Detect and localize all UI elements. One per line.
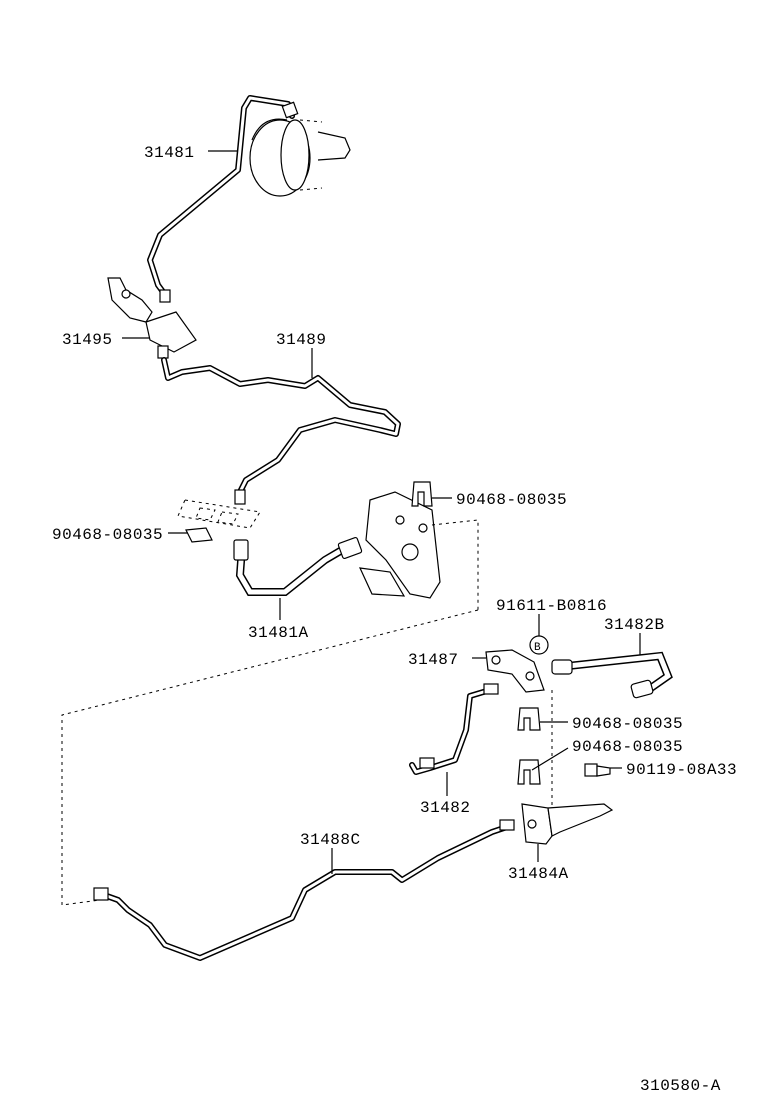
label-31482: 31482 (420, 799, 471, 817)
clutch-master-cylinder (249, 118, 351, 197)
bracket-31484A (521, 803, 614, 845)
bolt-90119 (584, 763, 611, 777)
hose-31482B (551, 651, 673, 699)
label-31484A: 31484A (508, 865, 569, 883)
label-31489: 31489 (276, 331, 327, 349)
label-90468-08035-right-upper: 90468-08035 (572, 715, 683, 733)
guide-line (61, 609, 479, 906)
bracket-31487 (485, 649, 545, 693)
label-31488C: 31488C (300, 831, 361, 849)
label-31495: 31495 (62, 331, 113, 349)
label-31481: 31481 (144, 144, 195, 162)
pipe-31489 (161, 357, 401, 505)
diagram-code: 310580-A (640, 1077, 721, 1095)
hose-31481A (233, 537, 363, 596)
union-31495 (107, 277, 197, 359)
label-31482B: 31482B (604, 616, 665, 634)
label-91611-B0816: 91611-B0816 (496, 597, 607, 615)
label-31487: 31487 (408, 651, 459, 669)
label-90468-08035-right-lower: 90468-08035 (572, 738, 683, 756)
leader-lines (122, 150, 641, 874)
clip-90468-right-lower (517, 759, 541, 785)
support-bracket-plate (358, 491, 479, 610)
pipe-31481 (147, 95, 299, 303)
clip-90468-right-upper (517, 707, 541, 731)
label-90468-08035-left: 90468-08035 (52, 526, 163, 544)
label-90468-08035-top: 90468-08035 (456, 491, 567, 509)
pipe-31482 (409, 683, 499, 775)
pipe-31488C (93, 819, 515, 961)
label-b-marker: B (534, 642, 541, 654)
label-90119-08A33: 90119-08A33 (626, 761, 737, 779)
clip-90468-left (185, 527, 213, 543)
label-31481A: 31481A (248, 624, 309, 642)
clip-90468-top (411, 481, 433, 507)
mounting-bracket (177, 499, 261, 529)
